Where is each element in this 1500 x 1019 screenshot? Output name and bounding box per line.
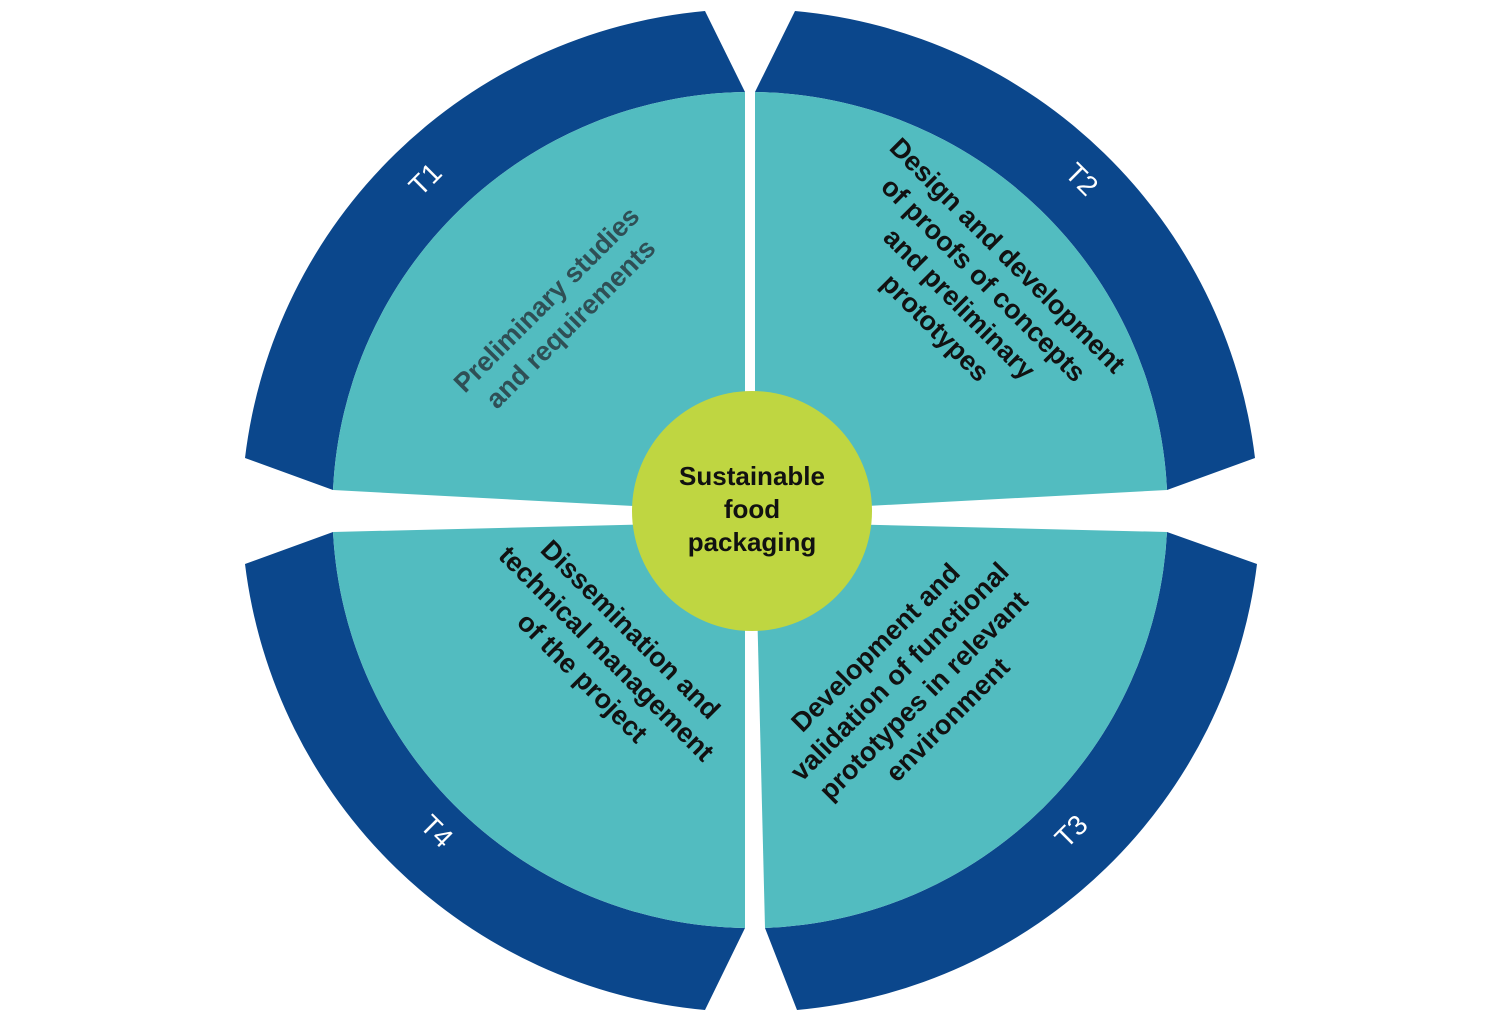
t2-outer-ring [755, 11, 1255, 490]
center-line: food [724, 494, 780, 524]
task-t4: T4 Dissemination andtechnical management… [245, 522, 745, 1010]
task-t2: T2 Design and developmentof proofs of co… [755, 11, 1255, 512]
task-t3: T3 Development andvalidation of function… [755, 522, 1257, 1010]
t1-inner-sector [333, 92, 745, 512]
center-circle [632, 391, 872, 631]
t1-outer-ring [245, 11, 745, 490]
t4-inner-sector [333, 522, 745, 928]
t2-inner-sector [755, 92, 1167, 512]
t3-inner-sector [755, 522, 1167, 928]
task-t1: T1 Preliminary studiesand requirements [245, 11, 745, 512]
center-line: packaging [688, 527, 817, 557]
t4-outer-ring [245, 532, 745, 1010]
center-line: Sustainable [679, 461, 825, 491]
t3-outer-ring [765, 532, 1257, 1010]
